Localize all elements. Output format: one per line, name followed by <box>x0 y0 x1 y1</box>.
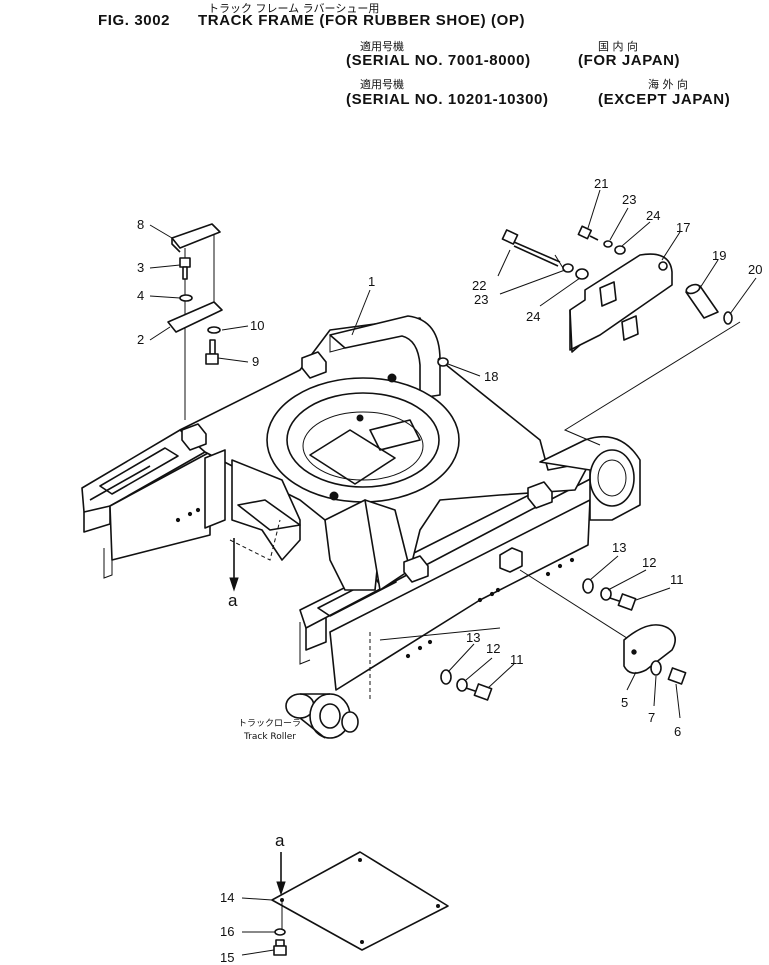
callout-21: 21 <box>594 176 608 191</box>
part-13-washer-lower <box>440 669 452 685</box>
part-12-washer-upper <box>600 587 612 601</box>
part-16-washer <box>274 928 286 936</box>
applicable-model-kana-1: 適用号機 <box>360 40 404 53</box>
part-24-washer-lower <box>575 268 589 280</box>
callout-18: 18 <box>484 369 498 384</box>
callout-12-lower: 12 <box>486 641 500 656</box>
part-5-cover-plate <box>623 624 676 674</box>
part-22-long-bolt <box>501 229 561 267</box>
callout-2: 2 <box>137 332 144 347</box>
view-marker-a-bottom: a <box>275 831 285 850</box>
serial-range-1: (SERIAL NO. 7001-8000) <box>346 52 531 69</box>
part-19-pin <box>685 283 719 319</box>
serial-range-2: (SERIAL NO. 10201-10300) <box>346 91 549 108</box>
callout-13-upper: 13 <box>612 540 626 555</box>
fig-number: FIG. 3002 <box>98 12 171 29</box>
part-4-washer <box>179 294 193 302</box>
part-14-under-cover <box>271 851 449 951</box>
callout-24-lower: 24 <box>526 309 540 324</box>
part-13-washer-upper <box>582 578 594 594</box>
callout-1: 1 <box>368 274 375 289</box>
callout-22: 22 <box>472 278 486 293</box>
view-marker-a-top: a <box>228 591 238 610</box>
callout-13-lower: 13 <box>466 630 480 645</box>
callout-15: 15 <box>220 950 234 965</box>
track-roller-kana: トラックローラ <box>238 718 301 729</box>
part-23-washer-lower <box>562 263 574 273</box>
callout-24-upper: 24 <box>646 208 660 223</box>
callout-11-lower: 11 <box>510 652 524 667</box>
part-17-cover <box>569 253 673 353</box>
callout-20: 20 <box>748 262 762 277</box>
applicable-model-kana-2: 適用号機 <box>360 78 404 91</box>
callout-leaders <box>149 189 757 956</box>
callout-5: 5 <box>621 695 628 710</box>
destination-1: (FOR JAPAN) <box>578 52 681 69</box>
fig-title: TRACK FRAME (FOR RUBBER SHOE) (OP) <box>198 12 526 29</box>
part-20-washer <box>723 311 733 325</box>
destination-kana-1: 国 内 向 <box>598 40 638 53</box>
destination-kana-2: 海 外 向 <box>648 78 688 91</box>
part-8-bracket <box>171 223 221 253</box>
callout-12-upper: 12 <box>642 555 656 570</box>
part-9-bolt <box>205 339 219 365</box>
track-roller-label: Track Roller <box>243 732 296 742</box>
part-2-plate <box>167 301 223 333</box>
callout-9: 9 <box>252 354 259 369</box>
destination-2: (EXCEPT JAPAN) <box>598 91 731 108</box>
part-18-boss <box>437 357 449 367</box>
callout-23-upper: 23 <box>622 192 636 207</box>
part-21-bolt <box>577 225 599 241</box>
part-11-bolt-lower <box>465 683 493 701</box>
callout-10: 10 <box>250 318 264 333</box>
part-6-bolt <box>667 667 687 685</box>
part-12-washer-lower <box>456 678 468 692</box>
callout-3: 3 <box>137 260 144 275</box>
part-7-washer <box>650 660 662 676</box>
callout-4: 4 <box>137 288 144 303</box>
part-15-bolt <box>273 939 287 956</box>
part-3-bolt <box>179 257 191 280</box>
view-arrow-bottom <box>276 852 286 896</box>
callout-23-lower: 23 <box>474 292 488 307</box>
callout-16: 16 <box>220 924 234 939</box>
callout-8: 8 <box>137 217 144 232</box>
part-23-washer-upper <box>603 240 613 248</box>
callout-6: 6 <box>674 724 681 739</box>
callout-17: 17 <box>676 220 690 235</box>
part-11-bolt-upper <box>609 593 637 611</box>
part-24-washer-upper <box>614 245 626 255</box>
part-10-washer <box>207 326 221 334</box>
callout-11-upper: 11 <box>670 572 684 587</box>
track-frame-body <box>81 315 641 691</box>
callout-14: 14 <box>220 890 234 905</box>
fig-title-kana: トラック フレーム ラバーシュー用 <box>208 2 380 15</box>
track-roller-drawing <box>285 693 359 739</box>
callout-7: 7 <box>648 710 655 725</box>
view-arrow-top <box>229 538 239 592</box>
callout-19: 19 <box>712 248 726 263</box>
